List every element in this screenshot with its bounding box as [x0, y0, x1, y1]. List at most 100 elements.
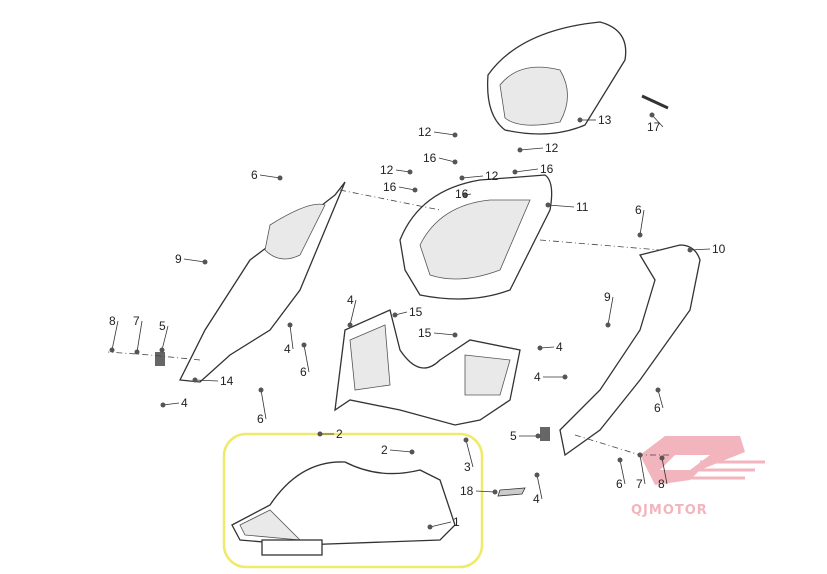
logo-text: QJMOTOR — [631, 503, 708, 518]
callout-14: 14 — [220, 374, 234, 388]
part-17-pin — [641, 94, 669, 110]
leader-line — [438, 157, 456, 163]
fastener — [617, 457, 623, 463]
fastener — [134, 349, 140, 355]
fastener — [463, 437, 469, 443]
part-5-damper-right — [540, 427, 550, 441]
callout-9: 9 — [604, 290, 611, 304]
fastener — [605, 322, 611, 328]
fastener — [202, 259, 208, 265]
fastener — [287, 322, 293, 328]
leader-line — [547, 204, 575, 208]
fastener — [317, 431, 323, 437]
fastener — [301, 342, 307, 348]
callout-6: 6 — [257, 412, 264, 426]
fastener — [192, 377, 198, 383]
fastener — [545, 202, 551, 208]
callout-2: 2 — [336, 427, 343, 441]
fastener — [258, 387, 264, 393]
callout-10: 10 — [712, 242, 726, 256]
fastener — [412, 187, 418, 193]
callout-11: 11 — [576, 200, 589, 214]
fastener — [392, 312, 398, 318]
callout-6: 6 — [300, 365, 307, 379]
leader-line — [259, 174, 281, 179]
callout-8: 8 — [109, 314, 116, 328]
qjmotor-logo: QJMOTOR — [631, 436, 765, 518]
leader-line — [514, 168, 539, 173]
callout-9: 9 — [175, 252, 182, 266]
fastener — [649, 112, 655, 118]
fastener — [427, 524, 433, 530]
leader-line — [433, 332, 456, 336]
part-14-left-side-cover — [178, 181, 346, 383]
callout-18: 18 — [460, 484, 474, 498]
leader-line — [111, 320, 119, 351]
callout-4: 4 — [556, 340, 563, 354]
callout-16: 16 — [383, 180, 397, 194]
fastener — [492, 489, 498, 495]
callout-4: 4 — [534, 370, 541, 384]
fastener — [277, 175, 283, 181]
leader-line — [389, 449, 413, 453]
fastener — [459, 175, 465, 181]
leader-line — [194, 379, 219, 382]
leader-line — [475, 490, 496, 493]
callout-6: 6 — [251, 168, 258, 182]
callout-5: 5 — [159, 319, 166, 333]
leader-line — [260, 389, 267, 420]
fastener — [452, 332, 458, 338]
fastener — [537, 345, 543, 351]
part-18-label — [497, 487, 526, 497]
fastener — [535, 433, 541, 439]
callout-1: 1 — [453, 515, 460, 529]
fastener — [577, 117, 583, 123]
callout-4: 4 — [347, 293, 354, 307]
fastener — [637, 232, 643, 238]
leader-line — [398, 186, 416, 191]
callout-2: 2 — [381, 443, 388, 457]
leader-line — [303, 344, 310, 373]
fastener — [534, 472, 540, 478]
fastener — [512, 169, 518, 175]
leader-line — [162, 402, 180, 406]
leader-line — [651, 114, 664, 128]
leader-line — [289, 324, 294, 350]
callout-15: 15 — [418, 326, 432, 340]
part-5-damper-left — [155, 352, 165, 366]
callout-6: 6 — [635, 203, 642, 217]
part-11-rear-frame — [399, 174, 553, 300]
leader-line — [461, 175, 484, 179]
part-1-seat — [231, 461, 456, 556]
part-3-under-cover — [334, 309, 521, 426]
callout-12: 12 — [418, 125, 432, 139]
callout-12: 12 — [485, 169, 499, 183]
fastener — [655, 387, 661, 393]
leader-line — [639, 454, 646, 485]
leader-line — [429, 521, 452, 528]
fastener — [687, 247, 693, 253]
callout-12: 12 — [380, 163, 394, 177]
callout-3: 3 — [464, 460, 471, 474]
fastener — [637, 452, 643, 458]
leader-line — [607, 296, 614, 326]
leader-line — [661, 457, 668, 485]
callout-15: 15 — [409, 305, 423, 319]
leader-line — [161, 325, 169, 351]
callout-16: 16 — [540, 162, 554, 176]
callout-17: 17 — [647, 120, 661, 134]
fastener — [407, 169, 413, 175]
callout-16: 16 — [455, 187, 469, 201]
fastener — [452, 132, 458, 138]
seat-highlight-box — [222, 432, 484, 569]
leader-line — [619, 459, 626, 485]
fastener — [562, 374, 568, 380]
callout-4: 4 — [533, 492, 540, 506]
callout-13: 13 — [598, 113, 612, 127]
leader-line — [136, 320, 143, 353]
fastener — [160, 402, 166, 408]
fastener — [109, 347, 115, 353]
leader-line — [657, 389, 664, 409]
